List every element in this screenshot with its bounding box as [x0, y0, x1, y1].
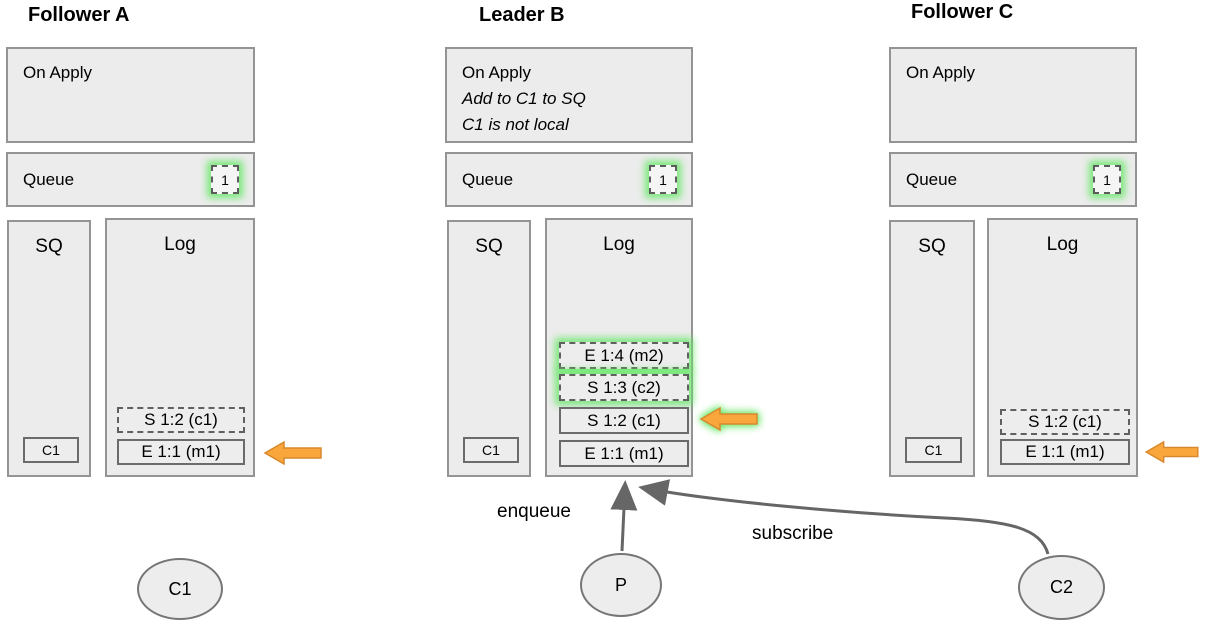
log-box-a: Log S 1:2 (c1) E 1:1 (m1) — [105, 218, 255, 477]
sq-item: C1 — [23, 437, 79, 463]
queue-label: Queue — [23, 169, 75, 189]
sq-box-a: SQ C1 — [7, 220, 91, 477]
orange-left-arrow-icon — [1144, 440, 1199, 464]
actor-c1: C1 — [137, 558, 223, 620]
on-apply-label: On Apply — [23, 63, 92, 82]
sq-label: SQ — [475, 236, 503, 257]
log-label: Log — [603, 234, 635, 255]
subscribe-arrow — [638, 479, 1050, 555]
log-entry: S 1:3 (c2) — [559, 374, 689, 401]
sq-item: C1 — [463, 437, 519, 463]
queue-count-badge: 1 — [649, 165, 677, 194]
on-apply-box-b: On Apply Add to C1 to SQ C1 is not local — [445, 47, 693, 143]
enqueue-label: enqueue — [497, 501, 571, 522]
queue-count-badge: 1 — [211, 165, 239, 194]
log-entry: S 1:2 (c1) — [559, 407, 689, 434]
subscribe-label: subscribe — [752, 523, 834, 544]
log-entry: E 1:1 (m1) — [117, 439, 245, 465]
log-entry: E 1:4 (m2) — [559, 342, 689, 369]
log-label: Log — [164, 234, 196, 255]
queue-box-b: Queue 1 — [445, 152, 693, 207]
sq-box-b: SQ C1 — [447, 220, 531, 477]
actor-p: P — [580, 553, 662, 617]
log-entry: S 1:2 (c1) — [1000, 409, 1130, 435]
log-entry: E 1:1 (m1) — [559, 440, 689, 467]
log-label: Log — [1046, 234, 1079, 255]
on-apply-box-a: On Apply — [6, 47, 255, 143]
sq-label: SQ — [918, 236, 946, 257]
log-box-b: Log E 1:4 (m2) S 1:3 (c2) S 1:2 (c1) E 1… — [545, 218, 693, 477]
orange-left-arrow-icon — [699, 406, 758, 432]
queue-label: Queue — [906, 169, 958, 189]
queue-count-badge: 1 — [1093, 165, 1121, 194]
node-title-follower-a: Follower A — [28, 4, 130, 26]
on-apply-label: On Apply — [906, 63, 975, 82]
on-apply-note: Add to C1 to SQ — [462, 89, 586, 108]
node-title-leader-b: Leader B — [479, 4, 565, 26]
log-entry: E 1:1 (m1) — [1000, 439, 1130, 465]
actor-c2: C2 — [1018, 555, 1105, 620]
orange-left-arrow-icon — [263, 440, 322, 466]
sq-box-c: SQ C1 — [889, 220, 975, 477]
queue-box-a: Queue 1 — [6, 152, 255, 207]
queue-box-c: Queue 1 — [889, 152, 1137, 207]
log-entry: S 1:2 (c1) — [117, 407, 245, 433]
on-apply-label: On Apply — [462, 63, 531, 82]
sq-label: SQ — [35, 236, 63, 257]
log-box-c: Log S 1:2 (c1) E 1:1 (m1) — [987, 218, 1138, 477]
sq-item: C1 — [905, 437, 962, 463]
enqueue-arrow — [610, 480, 638, 552]
node-title-follower-c: Follower C — [911, 1, 1014, 23]
on-apply-box-c: On Apply — [889, 47, 1137, 143]
on-apply-note: C1 is not local — [462, 115, 569, 134]
queue-label: Queue — [462, 169, 514, 189]
